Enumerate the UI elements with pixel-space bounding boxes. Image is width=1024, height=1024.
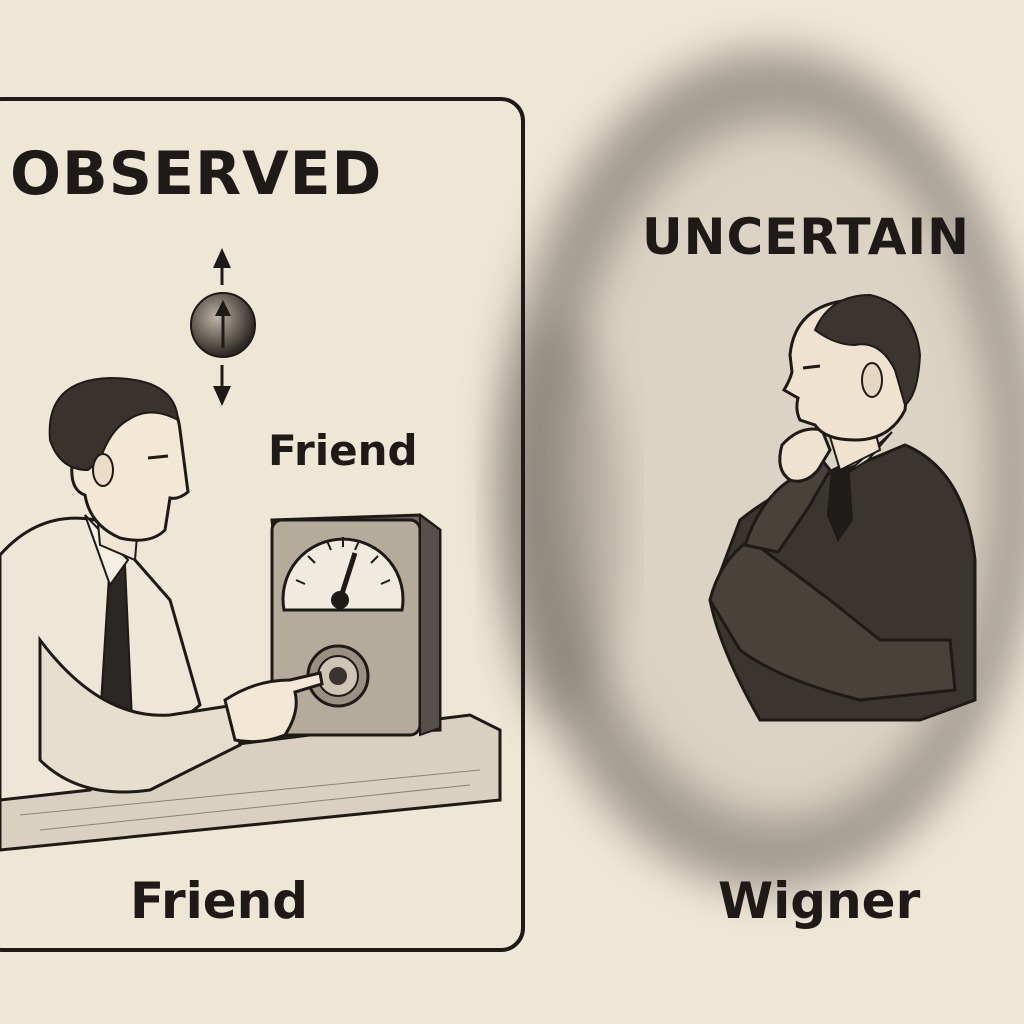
observed-panel-frame: [0, 97, 525, 952]
fog-cloud: [500, 50, 1024, 890]
friend-device-label: Friend: [268, 426, 418, 475]
spin-particle-icon: [190, 248, 256, 406]
friend-caption: Friend: [130, 872, 309, 930]
dial-gauge-icon: [281, 537, 405, 612]
observed-heading: OBSERVED: [10, 139, 383, 209]
uncertain-heading: UNCERTAIN: [642, 208, 970, 266]
wigner-figure: [708, 293, 977, 722]
friend-figure: [0, 376, 324, 802]
wigner-caption: Wigner: [718, 872, 921, 930]
